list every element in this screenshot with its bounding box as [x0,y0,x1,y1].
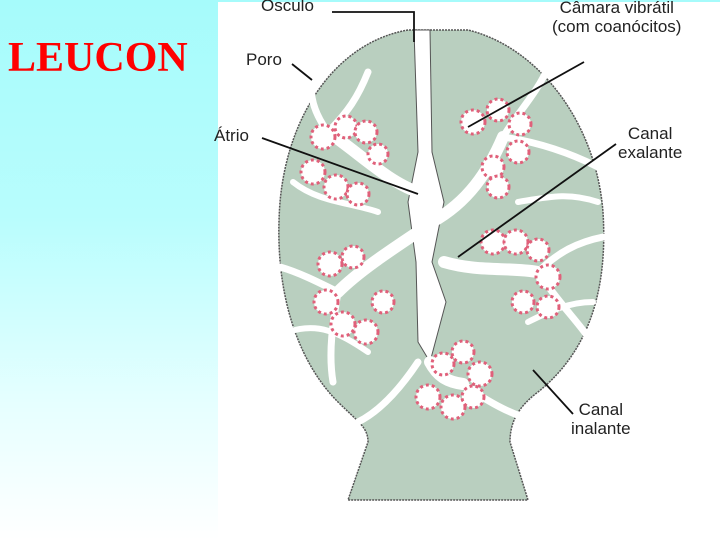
label-inalante-line2: inalante [571,419,631,438]
leader-inalante [532,369,574,415]
canal-network [276,19,607,426]
label-atrio: Átrio [214,126,249,145]
label-camara: Câmara vibrátil (com coanócitos) [552,0,681,36]
leucon-diagram [261,11,617,501]
diagram-panel: Ósculo Poro Átrio Câmara vibrátil (com c… [214,0,720,540]
choanocyte-chambers [299,97,562,421]
label-canal-exalante: Canal exalante [618,124,682,162]
label-inalante-line1: Canal [578,400,623,419]
leader-atrio [261,137,419,195]
label-exalante-line1: Canal [627,124,673,143]
leader-camara [467,61,585,128]
label-camara-line2: (com coanócitos) [552,17,682,36]
slide-title: LEUCON [8,35,188,81]
label-poro: Poro [246,50,282,69]
leader-osculo [332,11,415,42]
label-camara-line1: Câmara vibrátil [559,0,674,17]
leader-lines [261,11,617,415]
label-osculo: Ósculo [261,0,314,15]
label-canal-inalante: Canal inalante [571,400,631,438]
leader-exalante [457,143,617,258]
leader-poro [291,63,313,81]
label-exalante-line2: exalante [618,143,683,162]
